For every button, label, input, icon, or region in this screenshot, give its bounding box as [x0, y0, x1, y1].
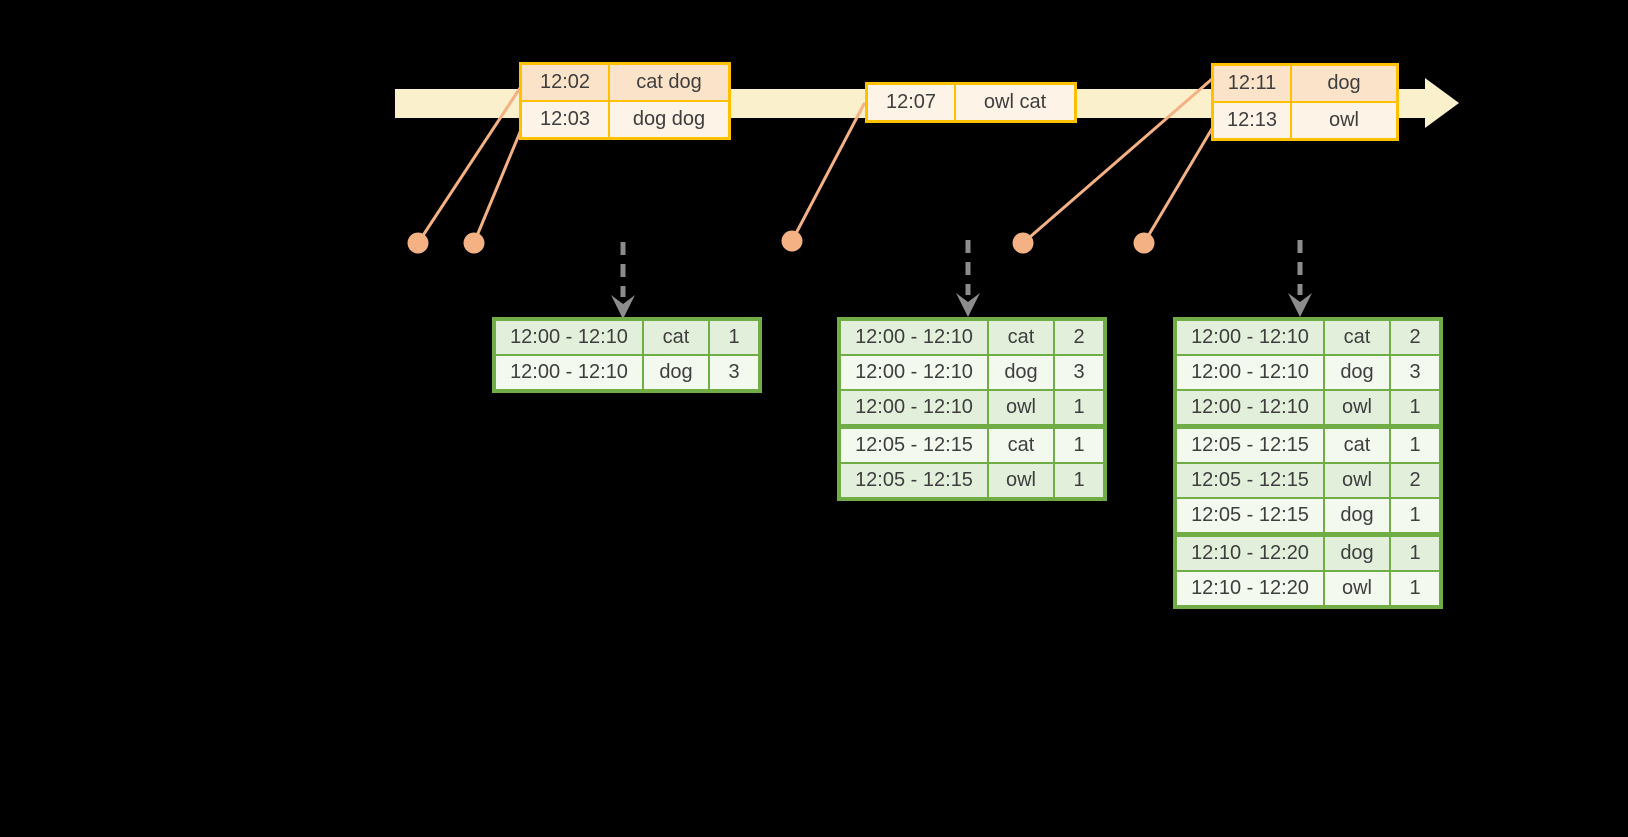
event-time-cell: 12:02 — [519, 62, 610, 102]
window-cell: 12:05 - 12:15 — [1174, 424, 1325, 464]
window-cell: 12:05 - 12:15 — [838, 424, 989, 464]
event-time-cell: 12:07 — [865, 82, 956, 123]
word-cell: owl — [1323, 570, 1391, 608]
word-cell: dog — [1323, 497, 1391, 536]
window-cell: 12:00 - 12:10 — [838, 389, 989, 428]
count-cell: 1 — [1389, 497, 1442, 536]
down-arrow-icon — [611, 295, 635, 319]
window-cell: 12:00 - 12:10 — [838, 354, 989, 391]
count-cell: 2 — [1053, 318, 1106, 356]
event-words-cell: cat dog — [608, 62, 731, 102]
word-cell: dog — [987, 354, 1055, 391]
word-cell: cat — [1323, 424, 1391, 464]
word-cell: cat — [1323, 318, 1391, 356]
record-dot — [1133, 232, 1155, 254]
event-connector-line — [790, 102, 866, 243]
record-dot — [781, 230, 803, 252]
event-words-cell: dog dog — [608, 100, 731, 140]
window-cell: 12:00 - 12:10 — [493, 318, 644, 356]
record-dot — [463, 232, 485, 254]
count-cell: 1 — [1053, 389, 1106, 428]
event-connector-line — [416, 86, 522, 245]
word-cell: dog — [642, 354, 710, 392]
word-cell: owl — [1323, 462, 1391, 499]
event-connector-line — [1142, 125, 1215, 245]
window-cell: 12:05 - 12:15 — [1174, 462, 1325, 499]
window-cell: 12:00 - 12:10 — [1174, 318, 1325, 356]
count-cell: 2 — [1389, 318, 1442, 356]
count-cell: 1 — [708, 318, 761, 356]
count-cell: 1 — [1053, 424, 1106, 464]
word-cell: owl — [987, 462, 1055, 500]
count-cell: 1 — [1389, 570, 1442, 608]
event-time-cell: 12:11 — [1211, 63, 1292, 103]
word-cell: dog — [1323, 354, 1391, 391]
count-cell: 3 — [708, 354, 761, 392]
count-cell: 3 — [1053, 354, 1106, 391]
word-cell: cat — [987, 424, 1055, 464]
record-dot — [1012, 232, 1034, 254]
count-cell: 1 — [1389, 532, 1442, 572]
count-cell: 2 — [1389, 462, 1442, 499]
event-connector-line — [472, 123, 525, 245]
window-cell: 12:00 - 12:10 — [1174, 354, 1325, 391]
event-time-cell: 12:13 — [1211, 101, 1292, 141]
count-cell: 1 — [1389, 424, 1442, 464]
word-cell: dog — [1323, 532, 1391, 572]
down-arrow-icon — [1288, 293, 1312, 317]
record-dot — [407, 232, 429, 254]
window-cell: 12:10 - 12:20 — [1174, 532, 1325, 572]
window-cell: 12:00 - 12:10 — [838, 318, 989, 356]
word-cell: owl — [1323, 389, 1391, 428]
window-cell: 12:05 - 12:15 — [1174, 497, 1325, 536]
count-cell: 1 — [1389, 389, 1442, 428]
window-cell: 12:00 - 12:10 — [493, 354, 644, 392]
count-cell: 1 — [1053, 462, 1106, 500]
event-connector-line — [1021, 77, 1214, 245]
timeline-arrowhead-icon — [1425, 78, 1459, 128]
down-arrow-icon — [956, 293, 980, 317]
event-words-cell: dog — [1290, 63, 1399, 103]
event-words-cell: owl cat — [954, 82, 1077, 123]
count-cell: 3 — [1389, 354, 1442, 391]
event-time-cell: 12:03 — [519, 100, 610, 140]
event-words-cell: owl — [1290, 101, 1399, 141]
window-cell: 12:05 - 12:15 — [838, 462, 989, 500]
window-cell: 12:10 - 12:20 — [1174, 570, 1325, 608]
word-cell: owl — [987, 389, 1055, 428]
window-cell: 12:00 - 12:10 — [1174, 389, 1325, 428]
word-cell: cat — [987, 318, 1055, 356]
word-cell: cat — [642, 318, 710, 356]
